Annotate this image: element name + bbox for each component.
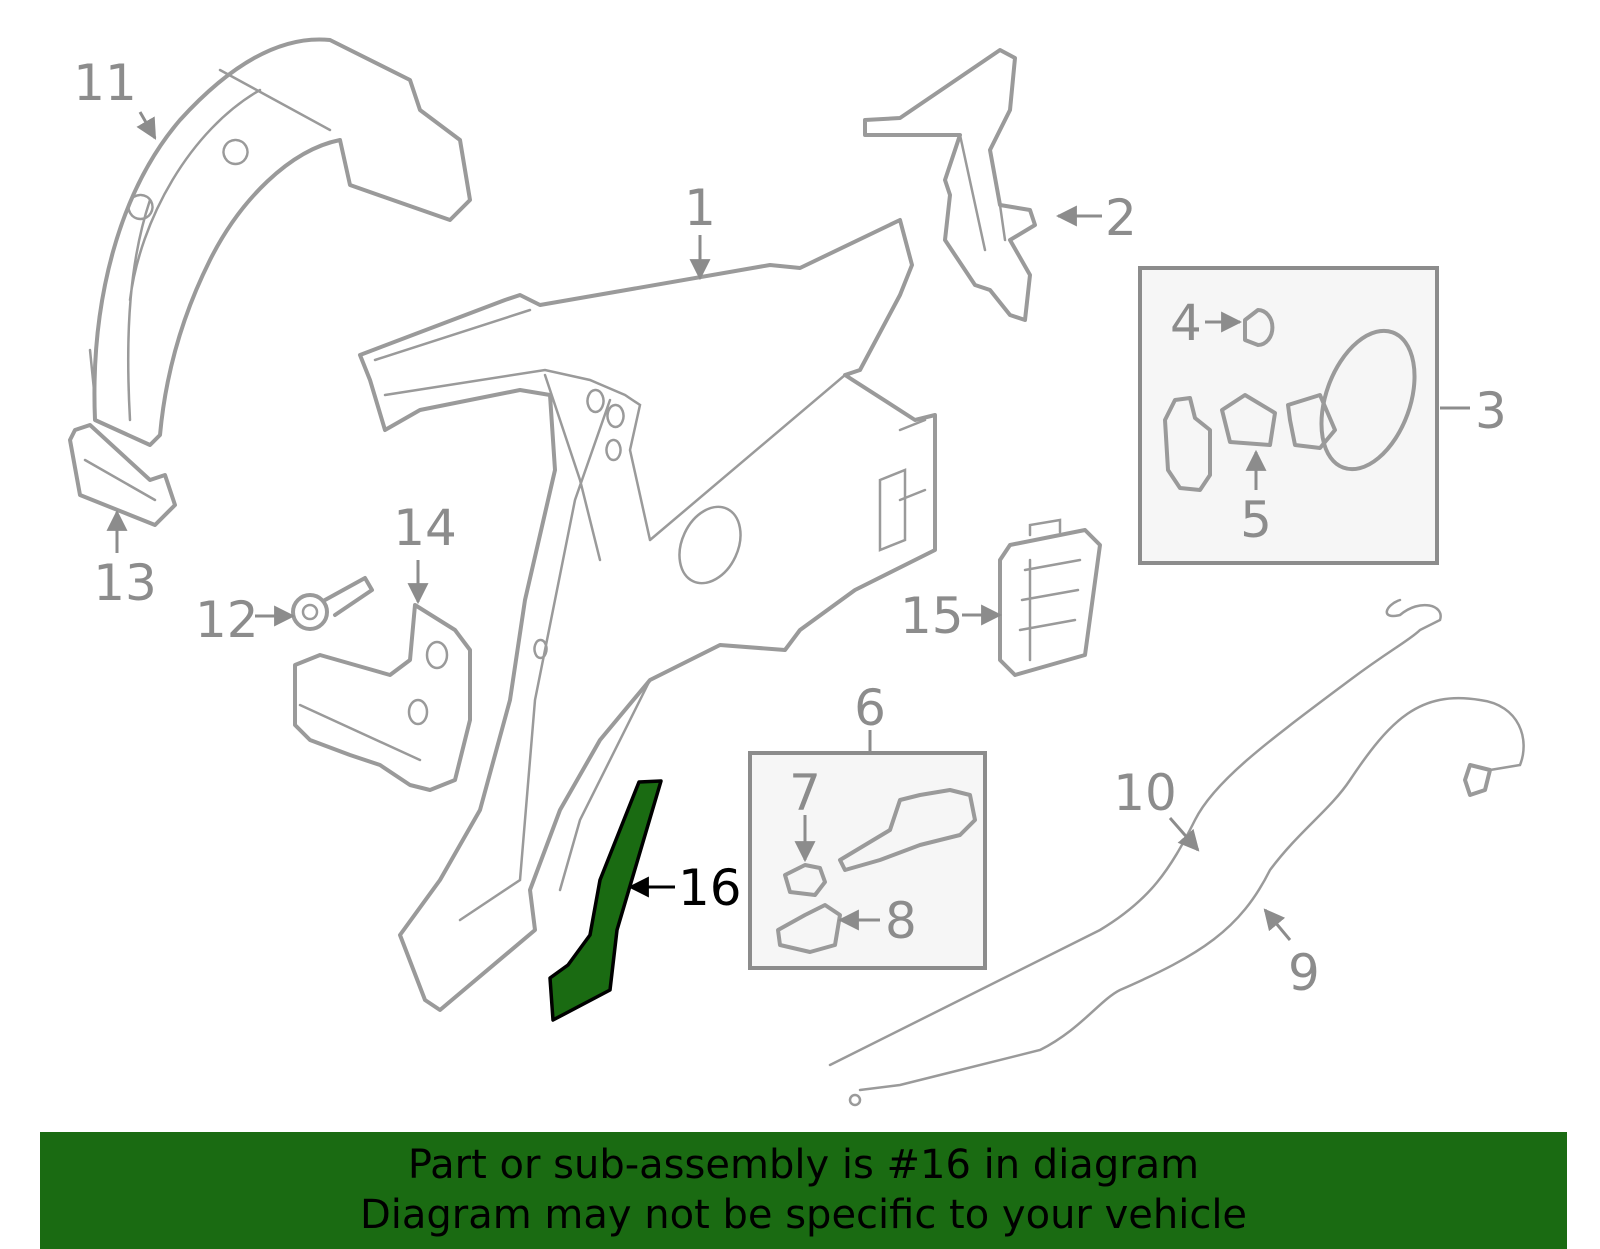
callout-7: 7 (789, 764, 821, 822)
box-3-fuel-door (1138, 266, 1439, 565)
callout-15: 15 (900, 587, 964, 645)
part-13-bracket (68, 423, 177, 527)
callout-10: 10 (1113, 764, 1177, 822)
part-12-bolt (291, 576, 374, 631)
callout-12: 12 (195, 591, 259, 649)
callout-2: 2 (1105, 189, 1137, 247)
banner-line-2: Diagram may not be specific to your vehi… (359, 1192, 1248, 1238)
callout-16: 16 (678, 859, 742, 917)
callout-13: 13 (93, 554, 157, 612)
callout-4: 4 (1170, 294, 1202, 352)
part-10-cable (828, 598, 1442, 1067)
callout-9: 9 (1288, 944, 1320, 1002)
callout-5: 5 (1240, 491, 1272, 549)
callout-1: 1 (684, 179, 716, 237)
info-banner: Part or sub-assembly is #16 in diagram D… (40, 1132, 1567, 1249)
leader-11 (136, 111, 157, 140)
leader-10 (1168, 817, 1200, 852)
callout-14: 14 (393, 499, 457, 557)
callout-6: 6 (854, 679, 886, 737)
part-2-bracket (863, 48, 1037, 322)
part-15-vent (998, 518, 1102, 677)
part-11-wheelhouse-liner (88, 37, 472, 447)
part-16-highlighted-trim (548, 779, 663, 1022)
banner-line-1: Part or sub-assembly is #16 in diagram (407, 1142, 1200, 1188)
callout-8: 8 (885, 892, 917, 950)
part-1-quarter-panel (358, 218, 937, 1012)
part-14-mudguard (293, 603, 472, 792)
callout-11: 11 (73, 54, 137, 112)
box-6-lock (748, 751, 987, 970)
callout-3: 3 (1475, 382, 1507, 440)
part-9-cable (848, 696, 1525, 1107)
leader-9 (1263, 908, 1292, 941)
